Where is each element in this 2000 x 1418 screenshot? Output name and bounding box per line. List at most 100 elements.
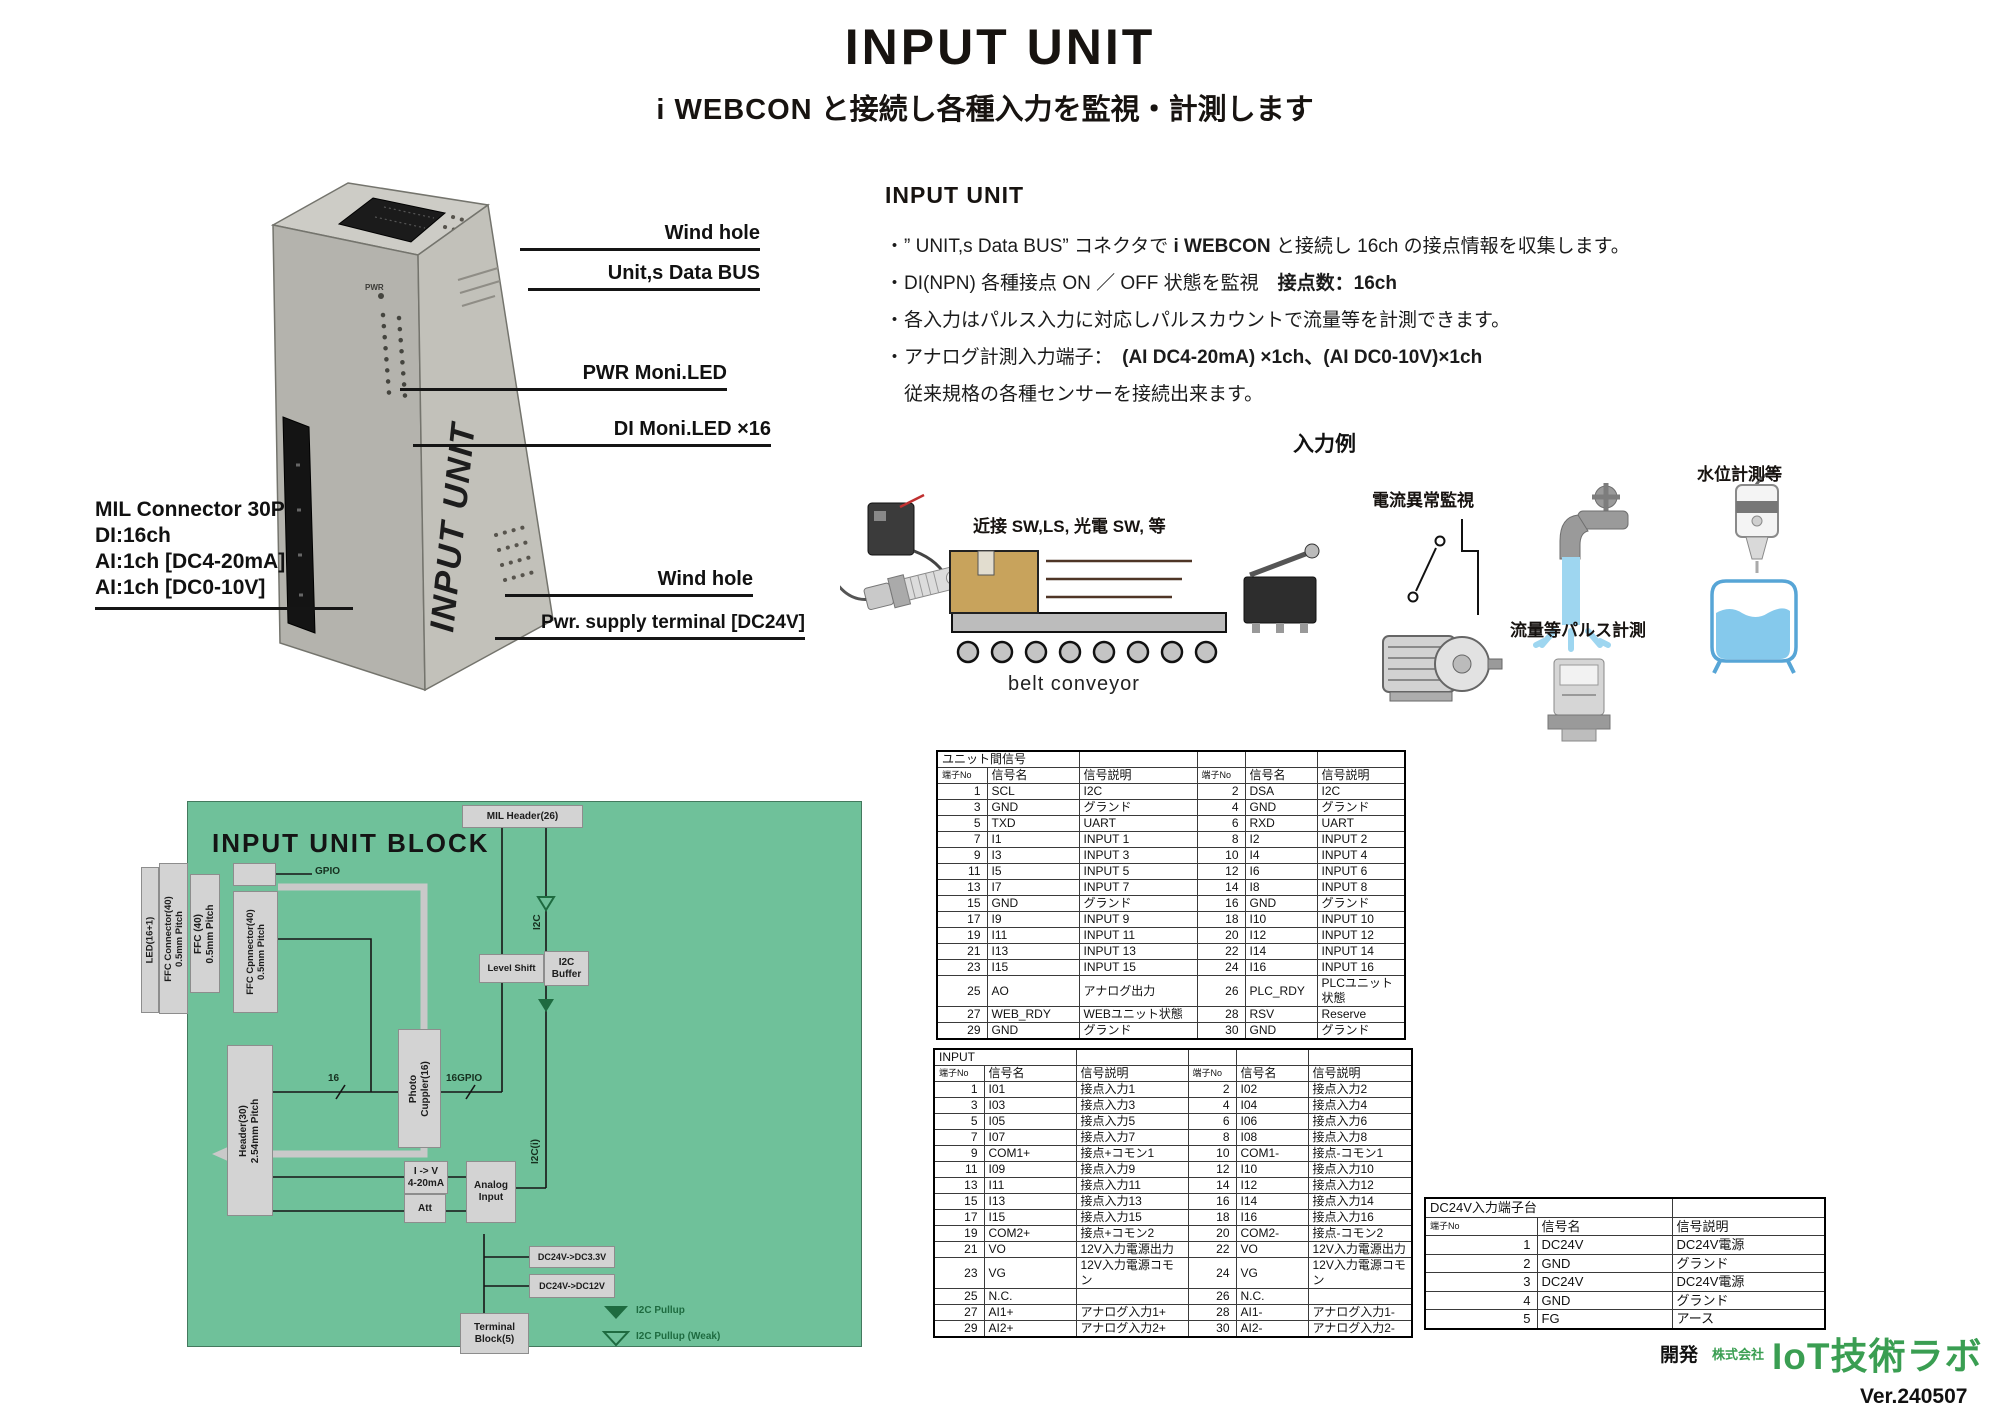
table-cell: 23: [933, 1257, 985, 1289]
table-cell: I7: [986, 879, 1080, 896]
block-label: Terminal: [474, 1321, 515, 1333]
table-cell: 4: [1196, 799, 1246, 816]
table-cell: I03: [983, 1097, 1077, 1114]
table-cell: アナログ入力1+: [1075, 1304, 1189, 1321]
table-cell: 21: [936, 943, 988, 960]
table-title-row: ユニット間信号: [936, 750, 1406, 768]
table-cell: VO: [1235, 1241, 1309, 1258]
motor: [1382, 635, 1503, 702]
label-i2c-i: I2C(i): [530, 1139, 541, 1164]
table-cell: 接点+コモン2: [1075, 1225, 1189, 1242]
block-ffc-cable: FFC (40) 0.5mm Pitch: [190, 874, 220, 993]
table-cell: 2: [1187, 1081, 1237, 1098]
table-cell: [1307, 1048, 1413, 1066]
table-cell: UART: [1316, 815, 1406, 832]
label-bus16gpio: 16GPIO: [446, 1073, 483, 1084]
column-header: 端子No: [933, 1065, 985, 1082]
table-cell: I15: [986, 959, 1080, 976]
table-cell: COM2-: [1235, 1225, 1309, 1242]
product-top-face: [270, 182, 490, 256]
block-label: I -> V: [413, 1165, 439, 1177]
table-cell: 12V入力電源出力: [1307, 1241, 1413, 1258]
table-cell: [1196, 750, 1246, 768]
mil-connector-line: AI:1ch [DC4-20mA]: [95, 550, 286, 573]
table-cell: 接点+コモン1: [1075, 1145, 1189, 1162]
table-cell: DC24V: [1536, 1235, 1673, 1255]
table-cell: VG: [1235, 1257, 1309, 1289]
table-cell: I14: [1235, 1193, 1309, 1210]
table-cell: グランド: [1671, 1253, 1826, 1274]
table-cell: 7: [936, 831, 988, 848]
subtitle-text: と接続し各種入力を監視・計測します: [812, 94, 1314, 126]
block-label: Buffer: [551, 968, 582, 980]
block-dc24v-dc33: DC24V->DC3.3V: [529, 1246, 615, 1268]
legend-pullup-marker: [604, 1306, 628, 1319]
table-cell: I15: [983, 1209, 1077, 1226]
i2c-pullup-marker: [538, 999, 554, 1012]
table-cell: DC24V: [1536, 1272, 1673, 1292]
table-cell: 11: [936, 863, 988, 880]
block-label: FFC Connector(40): [162, 895, 174, 982]
block-label: Att: [418, 1202, 432, 1214]
level-sensor: [1735, 469, 1779, 573]
bullet-segment: ・各入力はパルス入力に対応しパルスカウントで流量等を計測できます。: [885, 310, 1511, 331]
table-cell: 10: [1187, 1145, 1237, 1162]
faucet: [1533, 483, 1629, 652]
table-cell: 接点入力15: [1075, 1209, 1189, 1226]
table-cell: 20: [1196, 927, 1246, 944]
table-cell: COM1+: [983, 1145, 1077, 1162]
label-current-monitor: 電流異常監視: [1372, 491, 1474, 510]
block-mil-header: MIL Header(26): [462, 805, 583, 828]
footer-company-logo: IoT技術ラボ: [1772, 1336, 1983, 1377]
block-label: FFC (40): [193, 913, 205, 954]
table-cell: アース: [1671, 1309, 1826, 1330]
block-label: Header(30): [238, 1104, 250, 1157]
legend-i2c-pullup: I2C Pullup: [636, 1305, 685, 1316]
table-cell: I9: [986, 911, 1080, 928]
table-cell: I11: [986, 927, 1080, 944]
table-cell: グランド: [1316, 799, 1406, 816]
table-cell: INPUT 13: [1078, 943, 1198, 960]
table-cell: INPUT 16: [1316, 959, 1406, 976]
mil-connector: [282, 416, 316, 634]
table-cell: INPUT 6: [1316, 863, 1406, 880]
table-cell: グランド: [1316, 895, 1406, 912]
block-label: Input: [478, 1192, 504, 1203]
footer-company-prefix: 株式会社: [1712, 1347, 1765, 1362]
bullet-segment: ・アナログ計測入力端子：: [885, 347, 1123, 368]
table-cell: PLCユニット状態: [1316, 975, 1406, 1007]
table-cell: I07: [983, 1129, 1077, 1146]
table-cell: 17: [933, 1209, 985, 1226]
table-cell: 21: [933, 1241, 985, 1258]
table-cell: 12: [1187, 1161, 1237, 1178]
table-cell: グランド: [1078, 1022, 1198, 1040]
table-cell: 30: [1187, 1320, 1237, 1338]
table-cell: INPUT 2: [1316, 831, 1406, 848]
bullet-segment: (AI DC4-20mA) ×1ch、(AI DC0-10V)×1ch: [1122, 347, 1483, 368]
block-label: Photo: [407, 1074, 419, 1103]
table-cell: 22: [1196, 943, 1246, 960]
column-header: 信号説明: [1671, 1216, 1826, 1237]
table-cell: FG: [1536, 1309, 1673, 1330]
block-analog-input: Analog Input: [466, 1161, 516, 1223]
table-cell: 14: [1187, 1177, 1237, 1194]
table-title: DC24V入力端子台: [1424, 1197, 1673, 1218]
table-cell: INPUT 11: [1078, 927, 1198, 944]
description-bullet: ・アナログ計測入力端子： (AI DC4-20mA) ×1ch、(AI DC0-…: [885, 339, 1805, 376]
table-cell: INPUT 3: [1078, 847, 1198, 864]
